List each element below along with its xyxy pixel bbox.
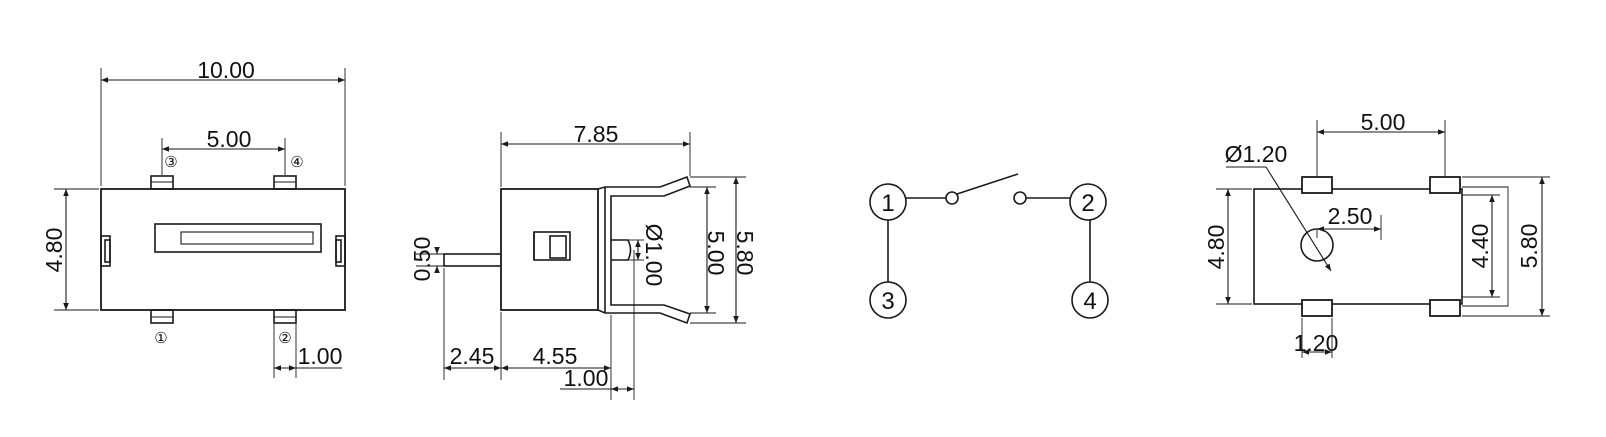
hole-leader-line xyxy=(1265,166,1332,272)
switch-schematic: 1 3 2 4 xyxy=(869,173,1109,319)
schematic-pin-label-3: 3 xyxy=(881,288,894,315)
inner-span-dim-label: 4.40 xyxy=(1467,224,1493,269)
inner-height-dim-label: 5.00 xyxy=(703,231,729,276)
slider-window xyxy=(154,223,322,253)
width-dim-label: 10.00 xyxy=(197,57,255,83)
footprint-pad-top-left xyxy=(1301,176,1333,194)
switch-contact-left xyxy=(945,191,959,205)
overall-length-dim-label: 7.85 xyxy=(574,121,619,147)
switch-blade xyxy=(956,173,1019,195)
footprint-pad-top-right xyxy=(1429,176,1461,194)
slider-slot xyxy=(180,231,314,245)
footprint-hole-dia-label: Ø1.20 xyxy=(1225,141,1288,167)
switch-body-outline xyxy=(100,188,346,311)
hole-offset-dim-label: 2.50 xyxy=(1328,203,1373,229)
mounting-hole xyxy=(611,239,632,261)
bracket-thickness-dim-label: 1.00 xyxy=(564,365,609,391)
schematic-pin-label-4: 4 xyxy=(1083,288,1096,315)
pad-width-dim-label: 1.00 xyxy=(298,343,343,369)
hole-dia-dim-label: Ø1.00 xyxy=(641,224,667,287)
pcb-footprint: Ø1.20 5.00 2.50 4.80 4.40 5.80 1.20 xyxy=(1203,109,1550,358)
metal-bracket xyxy=(597,175,692,325)
footprint-pitch-dim-label: 5.00 xyxy=(1361,109,1406,135)
height-dim-label: 4.80 xyxy=(41,228,67,273)
body-length-dim-label: 4.55 xyxy=(533,343,578,369)
pin-label-3: ③ xyxy=(164,154,177,171)
footprint-outline xyxy=(1253,188,1463,305)
footprint-height-dim-label: 4.80 xyxy=(1203,225,1229,270)
switch-contact-right xyxy=(1013,191,1027,205)
outer-height-dim-label: 5.80 xyxy=(732,231,758,276)
schematic-pin-2 xyxy=(1069,183,1107,221)
top-view: 10.00 5.00 4.80 1.00 ③ ④ ① ② xyxy=(41,57,346,378)
schematic-pin-label-2: 2 xyxy=(1081,190,1094,217)
outer-span-dim-label: 5.80 xyxy=(1516,224,1542,269)
pin-pitch-dim-label: 5.00 xyxy=(207,126,252,152)
side-body-outline xyxy=(500,188,599,311)
schematic-pin-label-1: 1 xyxy=(881,190,894,217)
footprint-pad-bottom-right xyxy=(1429,299,1461,317)
side-view: 7.85 Ø1.00 5.00 5.80 0.50 2.45 4.55 1 xyxy=(409,121,758,400)
slider-lever xyxy=(443,253,503,267)
lever-length-dim-label: 2.45 xyxy=(450,343,495,369)
lever-thickness-dim-label: 0.50 xyxy=(409,237,435,282)
footprint-pad-width-dim-label: 1.20 xyxy=(1294,330,1339,356)
pin-label-2: ② xyxy=(278,330,291,347)
footprint-pad-bottom-left xyxy=(1301,299,1333,317)
pin-label-4: ④ xyxy=(290,154,303,171)
pin-label-1: ① xyxy=(154,330,167,347)
